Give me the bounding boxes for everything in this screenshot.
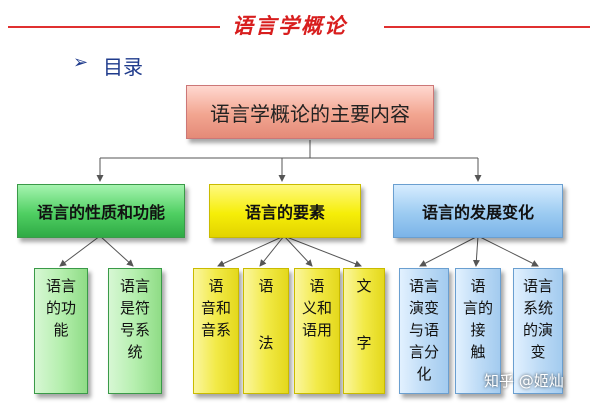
leaf-node-system-evolution: 语言 系统 的演 变 bbox=[513, 268, 563, 394]
leaf-text-line: 接 bbox=[470, 321, 486, 339]
page-title: 语言学概论 bbox=[232, 13, 347, 38]
leaf-text-line: 演变 bbox=[408, 299, 439, 317]
leaf-text-line: 的演 bbox=[522, 321, 553, 339]
leaf-text-line: 言分 bbox=[408, 343, 439, 361]
leaf-text-line: 语言 bbox=[45, 277, 76, 295]
leaf-text-line: 语用 bbox=[301, 321, 332, 339]
leaf-node-contact: 语 言的 接 触 bbox=[455, 268, 501, 394]
leaf-text-line: 语言 bbox=[408, 277, 439, 295]
leaf-text-line: 系统 bbox=[522, 299, 553, 317]
branch-node-elements: 语言的要素 bbox=[209, 184, 361, 238]
leaf-text-line: 的功 bbox=[45, 299, 76, 317]
leaf-text-line: 统 bbox=[127, 343, 143, 361]
header-line-left bbox=[8, 26, 220, 28]
leaf-text-line: 音系 bbox=[200, 321, 231, 339]
leaf-text-line: 是符 bbox=[119, 299, 150, 317]
leaf-text-line: 语言 bbox=[522, 277, 553, 295]
leaf-node-function: 语言 的功 能 bbox=[34, 268, 88, 394]
leaf-text-line: 与语 bbox=[408, 321, 439, 339]
leaf-text-line: 语 bbox=[258, 277, 274, 295]
diagram-root-node: 语言学概论的主要内容 bbox=[186, 85, 434, 139]
leaf-text-line: 语 bbox=[208, 277, 224, 295]
leaf-text-line: 触 bbox=[470, 343, 486, 361]
header-line-right bbox=[384, 26, 590, 28]
leaf-text-line: 文 bbox=[356, 277, 372, 295]
watermark: 知乎 @姬灿 bbox=[484, 372, 564, 390]
leaf-text-line: 号系 bbox=[119, 321, 150, 339]
leaf-text-line: 音和 bbox=[200, 299, 231, 317]
toc-label: 目录 bbox=[103, 55, 143, 79]
leaf-text-line: 化 bbox=[416, 365, 432, 383]
leaf-text-line: 变 bbox=[530, 343, 546, 361]
leaf-text-line: 语言 bbox=[119, 277, 150, 295]
leaf-text-line: 义和 bbox=[301, 299, 332, 317]
branch-node-nature-function: 语言的性质和功能 bbox=[17, 184, 185, 238]
leaf-node-writing: 文 字 bbox=[343, 268, 385, 394]
leaf-node-phonetics: 语 音和 音系 bbox=[193, 268, 239, 394]
leaf-text-line: 字 bbox=[356, 334, 372, 352]
leaf-text-line: 能 bbox=[53, 321, 69, 339]
branch-node-development: 语言的发展变化 bbox=[393, 184, 563, 238]
leaf-node-evolution-divergence: 语言 演变 与语 言分 化 bbox=[399, 268, 449, 394]
leaf-node-symbol-system: 语言 是符 号系 统 bbox=[108, 268, 162, 394]
leaf-text-line: 法 bbox=[258, 334, 274, 352]
leaf-node-semantics: 语 义和 语用 bbox=[294, 268, 340, 394]
leaf-text-line: 语 bbox=[470, 277, 486, 295]
leaf-text-line: 语 bbox=[309, 277, 325, 295]
arrow-right-icon: ➢ bbox=[73, 52, 89, 73]
leaf-text-line: 言的 bbox=[462, 299, 493, 317]
leaf-node-grammar: 语 法 bbox=[243, 268, 289, 394]
